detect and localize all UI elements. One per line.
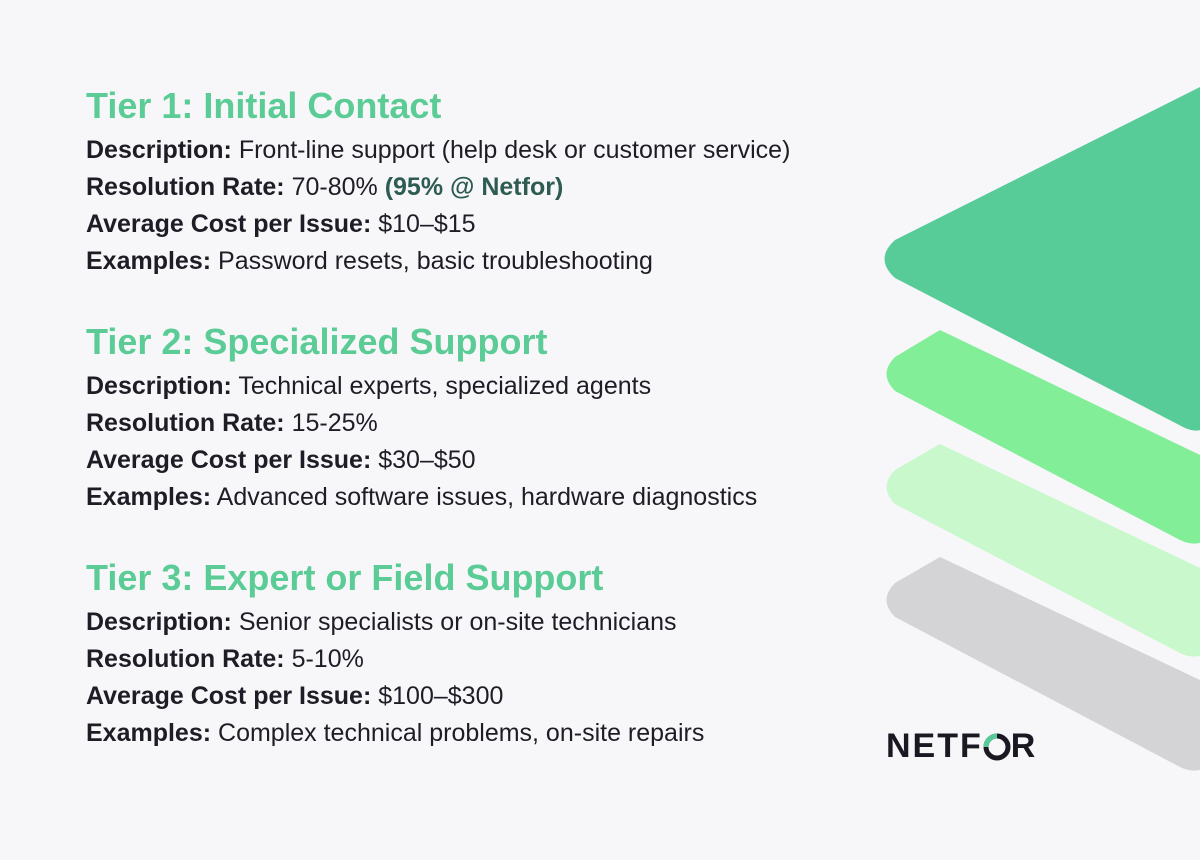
description-line: Description: Technical experts, speciali… [86, 368, 886, 405]
tier-1: Tier 1: Initial Contact Description: Fro… [86, 84, 886, 280]
logo-o-icon [983, 726, 1011, 766]
cost-label: Average Cost per Issue: [86, 446, 372, 474]
support-tiers: Tier 1: Initial Contact Description: Fro… [86, 84, 886, 792]
examples-value: Advanced software issues, hardware diagn… [216, 483, 758, 511]
tier-2: Tier 2: Specialized Support Description:… [86, 320, 886, 516]
examples-line: Examples: Password resets, basic trouble… [86, 243, 886, 280]
examples-line: Examples: Complex technical problems, on… [86, 715, 886, 752]
logo-text-before: NETF [886, 727, 983, 765]
tier-title: Tier 1: Initial Contact [86, 85, 442, 126]
description-line: Description: Senior specialists or on-si… [86, 604, 886, 641]
resolution-highlight: (95% @ Netfor) [384, 173, 564, 201]
netfor-logo: NETF R [886, 726, 1046, 766]
resolution-value: 5-10% [291, 645, 364, 673]
resolution-line: Resolution Rate: 5-10% [86, 641, 886, 678]
cost-label: Average Cost per Issue: [86, 682, 372, 710]
resolution-label: Resolution Rate: [86, 409, 285, 437]
description-label: Description: [86, 372, 232, 400]
description-value: Senior specialists or on-site technician… [238, 608, 677, 636]
logo-text-after: R [1010, 727, 1038, 765]
cost-line: Average Cost per Issue: $100–$300 [86, 678, 886, 715]
cost-value: $10–$15 [378, 210, 476, 238]
description-value: Front-line support (help desk or custome… [238, 136, 791, 164]
resolution-label: Resolution Rate: [86, 173, 285, 201]
cost-line: Average Cost per Issue: $30–$50 [86, 442, 886, 479]
examples-line: Examples: Advanced software issues, hard… [86, 479, 886, 516]
description-line: Description: Front-line support (help de… [86, 132, 886, 169]
examples-label: Examples: [86, 483, 212, 511]
resolution-label: Resolution Rate: [86, 645, 285, 673]
layer-tier2 [886, 330, 1200, 544]
cost-value: $100–$300 [378, 682, 504, 710]
layer-tier1 [884, 87, 1200, 431]
examples-value: Password resets, basic troubleshooting [218, 247, 653, 275]
resolution-value: 15-25% [291, 409, 378, 437]
cost-label: Average Cost per Issue: [86, 210, 372, 238]
tier-3: Tier 3: Expert or Field Support Descript… [86, 556, 886, 752]
description-value: Technical experts, specialized agents [238, 372, 652, 400]
resolution-line: Resolution Rate: 70-80% (95% @ Netfor) [86, 169, 886, 206]
examples-value: Complex technical problems, on-site repa… [218, 719, 705, 747]
layer-base [886, 557, 1200, 771]
tier-title: Tier 3: Expert or Field Support [86, 557, 604, 598]
cost-line: Average Cost per Issue: $10–$15 [86, 206, 886, 243]
logo-wordmark: NETF R [886, 726, 1037, 766]
examples-label: Examples: [86, 247, 212, 275]
examples-label: Examples: [86, 719, 212, 747]
resolution-line: Resolution Rate: 15-25% [86, 405, 886, 442]
cost-value: $30–$50 [378, 446, 476, 474]
resolution-value: 70-80% [291, 173, 378, 201]
layer-tier3 [886, 444, 1200, 657]
description-label: Description: [86, 136, 232, 164]
tier-title: Tier 2: Specialized Support [86, 321, 548, 362]
description-label: Description: [86, 608, 232, 636]
